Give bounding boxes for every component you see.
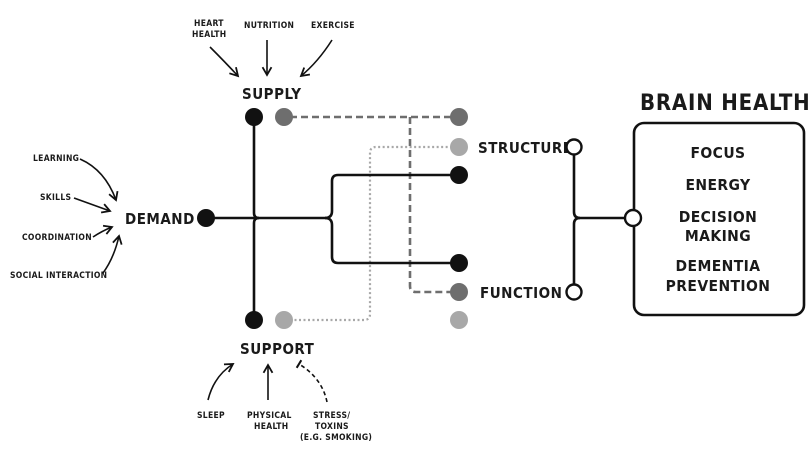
structure-label: STRUCTURE [478,139,572,157]
inhibit-stress-toxins-to-support [295,359,328,403]
demand-input-coordination: COORDINATION [22,233,92,243]
support-to-structure-dot [450,138,468,156]
support-input-sleep: SLEEP [197,411,225,421]
function-node-circle [565,283,583,301]
supply-path-dashed [290,115,459,294]
outcome-decision-making-line2: MAKING [685,227,751,245]
supply-path-start-dot [275,108,293,126]
supply-to-structure-dot [450,108,468,126]
supply-input-heart-health-line2: HEALTH [192,30,226,40]
structure-node-circle [565,138,583,156]
support-path-start-dot [275,311,293,329]
brain-health-input-circle [623,208,643,228]
support-input-physical-health-line2: HEALTH [254,422,288,432]
demand-input-social-interaction: SOCIAL INTERACTION [10,271,107,281]
support-path-dotted [290,145,459,322]
support-node-dot [245,311,263,329]
demand-branch-function [324,216,459,265]
outcome-dementia-prevention-line1: DEMENTIA [676,257,761,275]
support-input-stress-line2: TOXINS [315,422,349,432]
supply-input-heart-health-line1: HEART [194,19,224,29]
supply-to-function-dot [450,283,468,301]
support-label: SUPPORT [240,340,315,358]
arrow-exercise-to-supply [299,39,333,78]
supply-node-dot [245,108,263,126]
demand-node-dot [197,209,215,227]
arrow-skills-to-demand [73,197,112,214]
outcome-dementia-prevention-line2: PREVENTION [666,277,771,295]
supply-label: SUPPLY [242,85,301,103]
outcome-decision-making-line1: DECISION [679,208,757,226]
arrow-learning-to-demand [79,158,119,202]
support-input-stress-line3: (E.G. SMOKING) [300,433,372,443]
arrow-sleep-to-support [207,363,235,401]
structure-function-connector [572,147,581,292]
arrow-coordination-to-demand [92,224,114,238]
demand-input-skills: SKILLS [40,193,71,203]
arrow-social-interaction-to-demand [102,234,123,274]
arrow-heart-health-to-supply [209,46,240,78]
support-to-function-dot [450,311,468,329]
demand-to-function-dot [450,254,468,272]
demand-branch-structure [324,173,459,220]
support-input-physical-health-line1: PHYSICAL [247,411,292,421]
outcome-focus: FOCUS [691,144,746,162]
demand-to-structure-dot [450,166,468,184]
outcome-energy: ENERGY [685,176,751,194]
brain-health-title: BRAIN HEALTH [640,91,811,116]
demand-input-learning: LEARNING [33,154,79,164]
support-input-stress-line1: STRESS/ [313,411,350,421]
supply-input-exercise: EXERCISE [311,21,355,31]
demand-label: DEMAND [125,210,195,228]
supply-input-nutrition: NUTRITION [244,21,294,31]
function-label: FUNCTION [480,284,562,302]
